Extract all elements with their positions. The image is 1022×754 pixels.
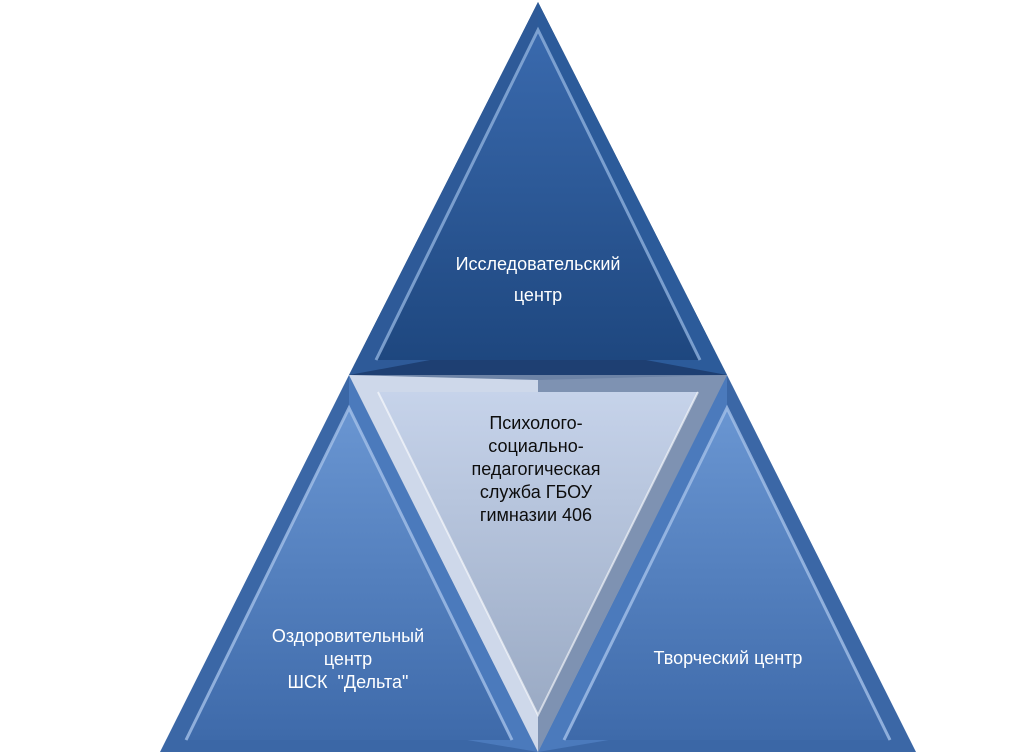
top-triangle [349,2,727,375]
left-triangle-label: Оздоровительный центр ШСК "Дельта" [248,625,448,694]
right-label-line: Творческий центр [653,648,803,668]
center-label-line: педагогическая [471,459,601,479]
center-label-line: служба ГБОУ [479,482,593,502]
top-triangle-label: Исследовательский центр [438,249,638,311]
top-label-line: центр [513,285,563,305]
left-label-line: ШСК "Дельта" [287,672,409,692]
center-triangle [349,375,727,752]
left-label-line: Оздоровительный [271,626,425,646]
center-label-line: социально- [488,436,584,456]
center-label-line: гимназии 406 [479,505,593,525]
center-label-line: Психолого- [489,413,583,433]
center-triangle-label: Психолого- социально- педагогическая слу… [436,412,636,527]
left-label-line: центр [323,649,373,669]
right-triangle-label: Творческий центр [628,647,828,670]
top-label-line: Исследовательский [455,254,621,274]
